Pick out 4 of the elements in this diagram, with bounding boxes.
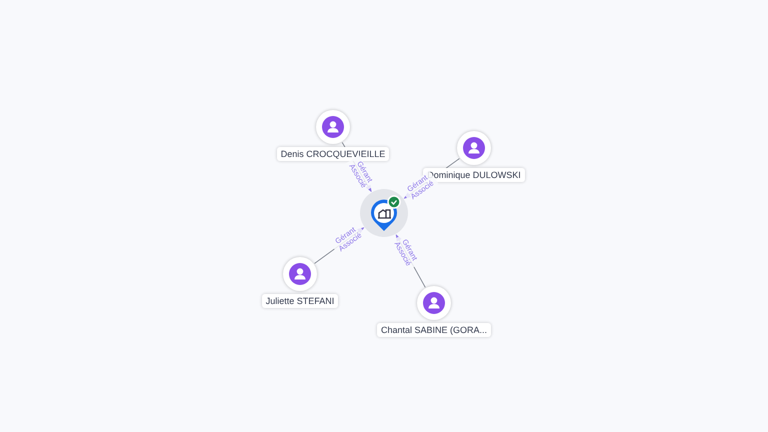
company-pin-icon xyxy=(360,189,408,237)
person-name-label: Chantal SABINE (GORA... xyxy=(376,323,492,337)
person-name-label: Denis CROCQUEVIEILLE xyxy=(276,147,390,161)
person-name-label: Juliette STEFANI xyxy=(262,294,338,308)
